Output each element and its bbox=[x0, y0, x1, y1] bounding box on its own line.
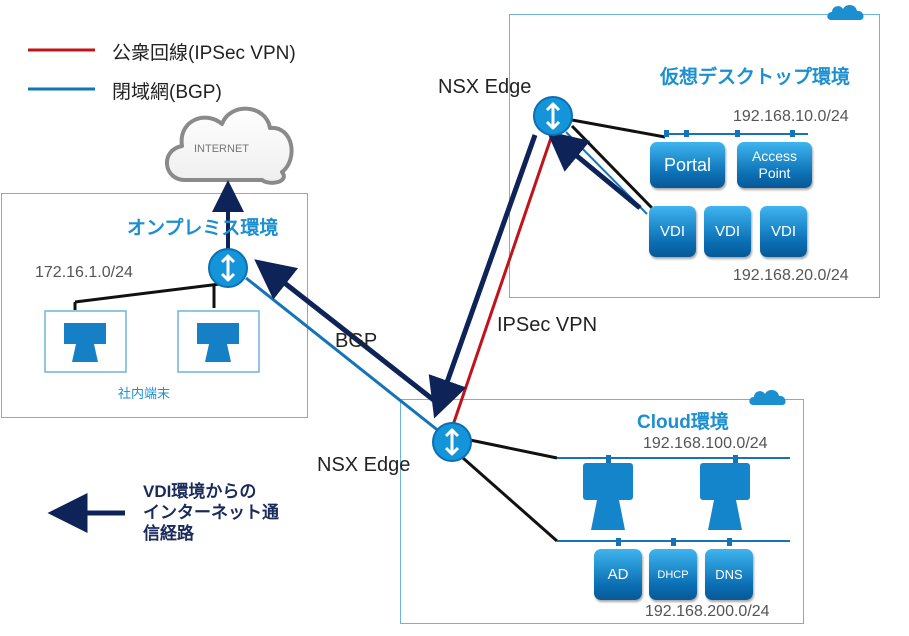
ad-label: AD bbox=[607, 566, 629, 583]
dns-server: DNS bbox=[705, 549, 753, 600]
ipsec-link-label: IPSec VPN bbox=[497, 314, 598, 336]
cloud-edge-wire-bottom bbox=[462, 456, 558, 543]
vdi-label-2: VDI bbox=[714, 223, 740, 240]
onprem-router-icon bbox=[208, 248, 248, 288]
vdi-desktop-3: VDI bbox=[760, 206, 807, 257]
bgp-route-arrow bbox=[254, 259, 442, 407]
vdi-label-1: VDI bbox=[659, 223, 685, 240]
vdi-subnet-top-connectors bbox=[664, 130, 795, 137]
dhcp-server: DHCP bbox=[649, 549, 697, 600]
vdi-nsx-edge-label: NSX Edge bbox=[438, 76, 532, 98]
on-premises-subnet: 172.16.1.0/24 bbox=[35, 264, 133, 281]
onprem-terminal-right-icon bbox=[177, 310, 260, 373]
internet-label: INTERNET bbox=[194, 143, 249, 155]
on-premises-environment-box bbox=[1, 193, 308, 418]
vdi-label-3: VDI bbox=[770, 223, 796, 240]
ad-server: AD bbox=[594, 549, 642, 600]
vpn-route-arrow bbox=[428, 134, 538, 419]
access-point-server: Access Point bbox=[737, 142, 812, 188]
dhcp-label: DHCP bbox=[657, 568, 689, 581]
access-point-label: Access Point bbox=[751, 148, 798, 181]
route-note-line-1: VDI環境からの bbox=[143, 482, 257, 501]
cloud-server-right-icon bbox=[700, 463, 750, 530]
onprem-wire-left bbox=[74, 281, 229, 304]
portal-server: Portal bbox=[650, 142, 725, 188]
legend-public-label: 公衆回線(IPSec VPN) bbox=[112, 43, 296, 64]
cloud-nsx-edge-router-icon bbox=[432, 422, 472, 462]
bgp-link-label: BGP bbox=[335, 330, 378, 352]
terminals-label: 社内端末 bbox=[118, 386, 171, 401]
vdi-desktop-1: VDI bbox=[649, 206, 696, 257]
legend-closed-label: 閉域網(BGP) bbox=[112, 82, 222, 103]
vdi-edge-wire-top bbox=[571, 118, 666, 139]
dns-label: DNS bbox=[715, 567, 743, 582]
vdi-env-title: 仮想デスクトップ環境 bbox=[660, 67, 851, 88]
route-note-line-3: 信経路 bbox=[143, 524, 194, 543]
cloud-subnet-bottom: 192.168.200.0/24 bbox=[645, 603, 770, 620]
ipsec-vpn-link bbox=[451, 131, 555, 426]
vdi-cloud-badge-icon bbox=[827, 5, 864, 20]
cloud-nsx-edge-label: NSX Edge bbox=[317, 454, 411, 476]
vdi-desktop-2: VDI bbox=[704, 206, 751, 257]
onprem-terminal-left-icon bbox=[44, 310, 127, 373]
vdi-edge-wire-bottom bbox=[570, 124, 654, 210]
internet-cloud-icon bbox=[164, 106, 294, 185]
on-premises-title: オンプレミス環境 bbox=[127, 218, 279, 239]
cloud-subnet-connectors bbox=[606, 455, 738, 546]
vdi-subnet-bottom: 192.168.20.0/24 bbox=[733, 267, 849, 284]
vdi-route-arrow bbox=[546, 130, 642, 210]
cloud-environment-box bbox=[400, 399, 804, 624]
vdi-subnet-top: 192.168.10.0/24 bbox=[733, 108, 849, 125]
cloud-edge-wire-top bbox=[469, 438, 558, 460]
route-note-line-2: インターネット通 bbox=[143, 503, 279, 522]
cloud-server-left-icon bbox=[583, 463, 633, 530]
route-note: VDI環境からの インターネット通 信経路 bbox=[143, 481, 279, 544]
bgp-link bbox=[245, 276, 441, 434]
vdi-nsx-edge-router-icon bbox=[533, 96, 573, 136]
portal-label: Portal bbox=[663, 154, 712, 175]
cloud-env-title: Cloud環境 bbox=[637, 412, 729, 433]
cloud-subnet-top: 192.168.100.0/24 bbox=[643, 435, 768, 452]
cloud-env-cloud-badge-icon bbox=[749, 390, 786, 405]
vdi-environment-box bbox=[509, 14, 880, 298]
